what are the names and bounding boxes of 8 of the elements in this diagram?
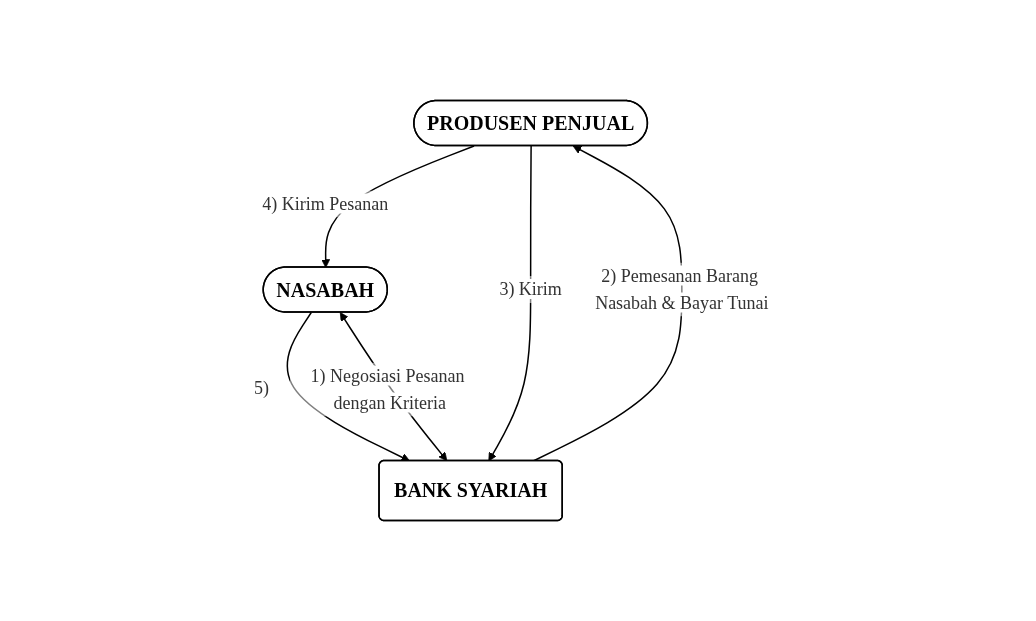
arrow	[488, 145, 532, 462]
arrow	[286, 311, 411, 462]
edge-label: 4) Kirim Pesanan	[262, 193, 389, 214]
edge-label: 2) Pemesanan Barang Nasabah & Bayar Tunai	[595, 265, 769, 313]
edge-label: 5)	[254, 378, 270, 398]
edge-label: 1) Negosiasi Pesanan dengan Kriteria	[310, 365, 465, 413]
edge-label: 3) Kirim	[499, 279, 562, 299]
arrow	[532, 145, 683, 462]
